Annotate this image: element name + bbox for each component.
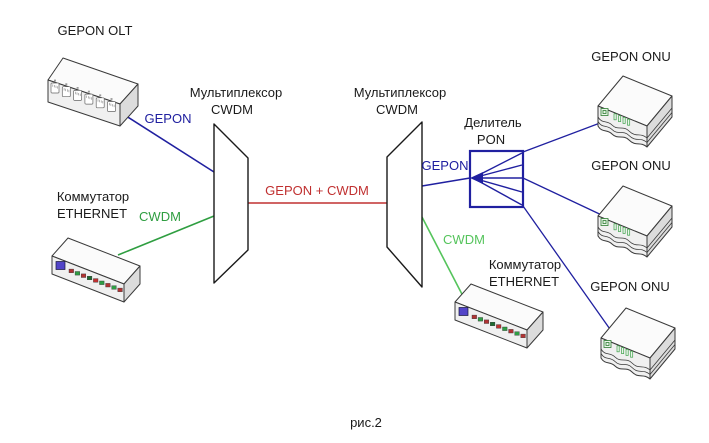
mux-right-label-line2: CWDM — [376, 102, 418, 117]
link-switch-to-mux — [117, 215, 215, 256]
splitter-label-line1: Делитель — [464, 115, 522, 130]
link-label-gepon-left: GEPON — [145, 111, 192, 126]
link-splitter-to-onu-3 — [522, 205, 613, 333]
link-label-gepon-cwdm: GEPON + CWDM — [265, 183, 369, 198]
link-label-cwdm-left: CWDM — [139, 209, 181, 224]
switch-right-label-line1: Коммутатор — [489, 257, 561, 272]
onu-device-1 — [597, 75, 673, 148]
olt-device — [47, 57, 139, 127]
link-mux-to-splitter — [421, 177, 471, 187]
mux-right-label-line1: Мультиплексор — [354, 85, 447, 100]
onu-2-label: GEPON ONU — [591, 158, 670, 173]
switch-left-label-line2: ETHERNET — [57, 206, 127, 221]
link-mux-to-switch — [421, 216, 466, 301]
onu-device-3 — [600, 307, 676, 380]
mux-left-label-line1: Мультиплексор — [190, 85, 283, 100]
ethernet-switch-right-device — [454, 283, 544, 349]
mux-left-shape — [213, 123, 249, 284]
mux-left-label-line2: CWDM — [211, 102, 253, 117]
pon-splitter-shape — [468, 149, 525, 209]
link-olt-to-mux — [111, 106, 215, 173]
mux-right-shape — [386, 121, 423, 288]
onu-3-label: GEPON ONU — [590, 279, 669, 294]
onu-1-label: GEPON ONU — [591, 49, 670, 64]
link-label-cwdm-right: CWDM — [443, 232, 485, 247]
switch-left-label-line1: Коммутатор — [57, 189, 129, 204]
link-splitter-to-onu-1 — [522, 119, 609, 153]
splitter-label-line2: PON — [477, 132, 505, 147]
splitter-arrow-icon — [470, 172, 483, 184]
switch-right-label-line2: ETHERNET — [489, 274, 559, 289]
link-splitter-to-onu-2 — [522, 177, 609, 219]
link-label-gepon-right: GEPON — [422, 158, 469, 173]
onu-device-2 — [597, 185, 673, 258]
ethernet-switch-left-device — [51, 237, 141, 303]
figure-caption: рис.2 — [350, 415, 382, 430]
olt-label: GEPON OLT — [58, 23, 133, 38]
